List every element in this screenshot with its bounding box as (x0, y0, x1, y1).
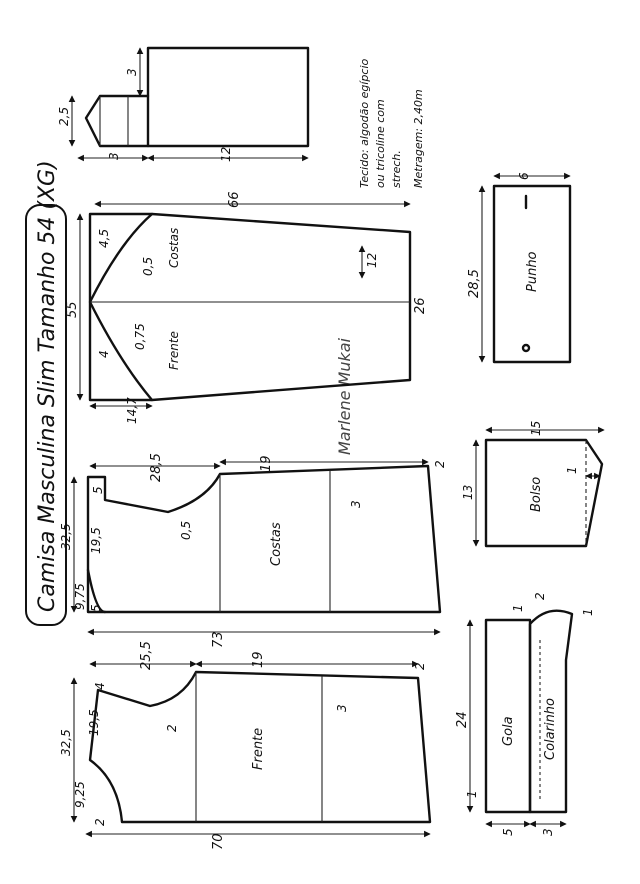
signature: Marlene Mukai (335, 337, 354, 455)
collar-dim-5: 5 (501, 828, 515, 836)
vista-dim-2-5: 2,5 (57, 107, 71, 126)
piece-vista: 3 2,5 3 12 (57, 46, 310, 162)
piece-costas: Costas 28,5 19 2 5 3 0,5 19,5 32,5 9,75 … (59, 453, 447, 648)
piece-frente: Frente 25,5 19 2 4 2 3 19,5 32,5 9,25 2 … (59, 641, 432, 850)
cuff-button (521, 343, 531, 353)
cuff-dim-28-5: 28,5 (467, 269, 482, 298)
sleeve-dim-55: 55 (65, 301, 80, 318)
collar-dim-3: 3 (541, 828, 555, 836)
back-dim-9-75: 9,75 (73, 583, 87, 610)
cuff-outline (492, 184, 572, 364)
sleeve-label-costas: Costas (167, 228, 181, 268)
sleeve-dim-26: 26 (413, 297, 428, 314)
sleeve-dim-4: 4 (97, 350, 111, 358)
sleeve-label-frente: Frente (167, 331, 181, 370)
back-dim-19: 19 (259, 455, 274, 472)
front-dim-19-5: 19,5 (87, 709, 101, 736)
sleeve-dim-12: 12 (365, 253, 379, 268)
back-dim-73: 73 (211, 631, 226, 648)
cuff-dim-6: 6 (517, 172, 531, 180)
sleeve-dim-66: 66 (227, 191, 242, 208)
piece-punho: Punho 6 28,5 (467, 172, 572, 364)
back-dim-5a: 5 (91, 486, 105, 494)
collar-stand (484, 618, 532, 814)
front-dim-2b: 2 (165, 724, 179, 732)
collar-dim-1b: 1 (581, 608, 595, 616)
piece-bolso: Bolso 15 13 1 (461, 421, 605, 548)
fabric-line-1: Tecido: algodão egípcio (358, 59, 371, 188)
front-label: Frente (251, 728, 266, 770)
fabric-line-3: strech. (390, 150, 403, 188)
front-dim-2a: 2 (413, 662, 427, 670)
sleeve-outline (88, 212, 412, 402)
collar-dim-24: 24 (455, 711, 470, 728)
back-dim-19-5: 19,5 (89, 527, 103, 554)
front-dim-19: 19 (251, 651, 266, 668)
vista-tip (84, 94, 150, 148)
pocket-label: Bolso (529, 477, 544, 512)
sleeve-dim-14-7: 14,7 (125, 397, 139, 424)
collar-dim-1a: 1 (511, 604, 525, 612)
back-outline (86, 464, 442, 614)
pocket-dim-15: 15 (529, 421, 543, 436)
collar-label-gola: Gola (501, 716, 516, 746)
front-dim-32-5: 32,5 (59, 729, 73, 756)
piece-manga: Costas Frente 66 55 26 12 4,5 0,5 4 0,75… (65, 191, 428, 424)
fabric-line-2: ou tricoline com (374, 99, 387, 188)
sleeve-dim-0-75: 0,75 (133, 323, 147, 350)
front-outline (88, 670, 432, 824)
back-dim-5b: 5 (89, 604, 103, 612)
back-dim-3: 3 (349, 500, 363, 508)
pocket-outline (484, 438, 604, 548)
back-dim-2: 2 (433, 460, 447, 468)
back-dim-32-5: 32,5 (59, 523, 73, 550)
vista-dim-3b: 3 (125, 68, 139, 76)
cuff-label: Punho (525, 251, 540, 292)
front-dim-4: 4 (93, 682, 107, 690)
pocket-dim-1: 1 (565, 466, 579, 474)
collar-dim-2: 2 (533, 592, 547, 600)
fabric-note: Tecido: algodão egípcio ou tricoline com… (358, 59, 425, 188)
front-dim-70: 70 (211, 833, 226, 850)
front-dim-25-5: 25,5 (139, 641, 154, 670)
vista-dim-12: 12 (219, 147, 233, 162)
vista-body (146, 46, 310, 148)
collar-dim-1c: 1 (465, 790, 479, 798)
page-title: Camisa Masculina Slim Tamanho 54 (XG) (35, 160, 60, 612)
front-dim-2c: 2 (93, 818, 107, 826)
fabric-line-4: Metragem: 2,40m (412, 89, 425, 188)
vista-dim-3a: 3 (107, 152, 121, 160)
collar-band (528, 609, 574, 814)
front-dim-9-25: 9,25 (73, 781, 87, 808)
front-dim-3: 3 (335, 704, 349, 712)
collar-label-colarinho: Colarinho (543, 698, 558, 760)
title-box: Camisa Masculina Slim Tamanho 54 (XG) (25, 160, 67, 626)
back-neck (86, 568, 107, 614)
piece-gola: Gola Colarinho 24 5 3 1 2 1 1 (455, 592, 595, 836)
sleeve-dim-4-5: 4,5 (97, 229, 111, 248)
back-label: Costas (269, 522, 284, 566)
back-dim-28-5: 28,5 (149, 453, 164, 482)
pocket-dim-13: 13 (461, 485, 475, 500)
sleeve-dim-0-5: 0,5 (141, 257, 155, 276)
back-dim-0-5: 0,5 (179, 521, 193, 540)
